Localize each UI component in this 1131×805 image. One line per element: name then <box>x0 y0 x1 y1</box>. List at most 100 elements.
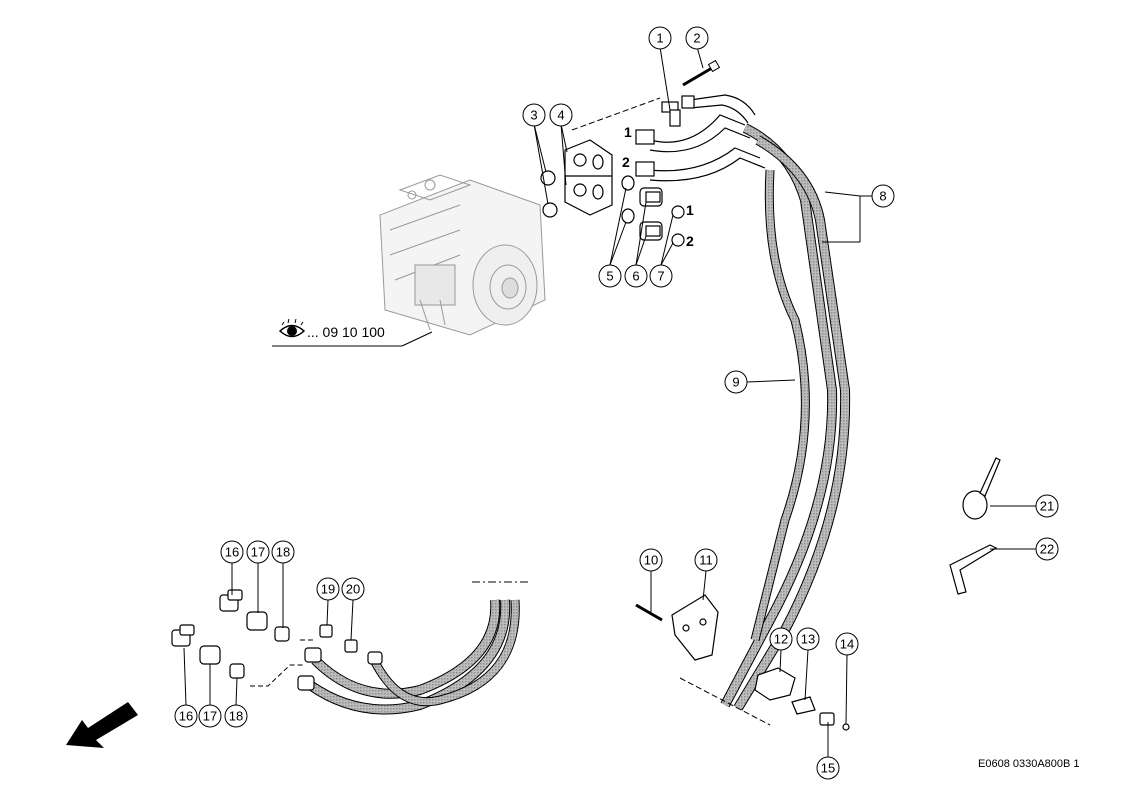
cable-tie <box>962 457 1001 520</box>
callout-16: 16 <box>220 540 244 564</box>
callout-circle <box>224 704 248 728</box>
hydraulic-hoses <box>720 123 851 711</box>
callout-circle <box>649 264 673 288</box>
callout-14: 14 <box>835 632 859 656</box>
callout-number: 15 <box>821 761 835 776</box>
callout-number: 21 <box>1040 499 1054 514</box>
ring-label-2: 2 <box>686 233 694 249</box>
reference-leader <box>401 331 433 347</box>
callout-number: 4 <box>557 108 564 123</box>
angle-bracket <box>949 544 998 595</box>
lower-hose-assembly <box>250 581 528 715</box>
callout-number: 19 <box>321 582 335 597</box>
callout-3: 3 <box>522 103 546 127</box>
callout-8: 8 <box>871 184 895 208</box>
o-rings <box>540 170 685 247</box>
callout-circle <box>549 103 573 127</box>
callout-number: 10 <box>644 553 658 568</box>
callout-circle <box>724 370 748 394</box>
callout-10: 10 <box>639 548 663 572</box>
callout-circle <box>174 704 198 728</box>
callout-number: 5 <box>606 269 613 284</box>
callout-circle <box>639 548 663 572</box>
callout-18: 18 <box>271 540 295 564</box>
callout-2: 2 <box>685 26 709 50</box>
callout-1: 1 <box>648 26 672 50</box>
port-label-2: 2 <box>622 154 630 170</box>
callout-circle <box>1035 537 1059 561</box>
callout-9: 9 <box>724 370 748 394</box>
fittings-set-lower <box>171 624 245 679</box>
tee-fitting <box>661 101 681 127</box>
callout-circle <box>769 627 793 651</box>
callout-number: 3 <box>530 108 537 123</box>
callout-circle <box>694 548 718 572</box>
callout-number: 17 <box>203 709 217 724</box>
callout-number: 13 <box>801 632 815 647</box>
callout-number: 1 <box>656 31 663 46</box>
callout-11: 11 <box>694 548 718 572</box>
callout-circle <box>685 26 709 50</box>
callout-number: 22 <box>1040 542 1054 557</box>
callout-4: 4 <box>549 103 573 127</box>
callout-number: 18 <box>229 709 243 724</box>
callout-20: 20 <box>341 577 365 601</box>
callout-22: 22 <box>1035 537 1059 561</box>
leader-lines <box>183 46 1036 757</box>
callout-circle <box>220 540 244 564</box>
callout-12: 12 <box>769 627 793 651</box>
callout-number: 7 <box>657 269 664 284</box>
callout-circle <box>624 264 648 288</box>
callout-number: 2 <box>693 31 700 46</box>
bracket-plate <box>671 594 719 661</box>
clamp-parts <box>754 667 850 731</box>
callout-16: 16 <box>174 704 198 728</box>
pipe-fittings <box>635 94 766 182</box>
callout-19: 19 <box>316 577 340 601</box>
callout-number: 20 <box>346 582 360 597</box>
eye-icon <box>278 318 306 338</box>
callout-circle <box>598 264 622 288</box>
callout-7: 7 <box>649 264 673 288</box>
hose-end-dash <box>679 677 771 726</box>
pin <box>635 603 663 622</box>
callout-6: 6 <box>624 264 648 288</box>
callout-17: 17 <box>198 704 222 728</box>
port-label-1: 1 <box>624 124 632 140</box>
callout-circle <box>522 103 546 127</box>
callout-number: 16 <box>225 545 239 560</box>
callout-number: 18 <box>276 545 290 560</box>
callout-circle <box>1035 494 1059 518</box>
callout-number: 17 <box>251 545 265 560</box>
callout-number: 12 <box>774 632 788 647</box>
callout-18: 18 <box>224 704 248 728</box>
callout-circle <box>246 540 270 564</box>
callout-circle <box>316 577 340 601</box>
bolt <box>682 59 721 87</box>
callout-21: 21 <box>1035 494 1059 518</box>
callout-17: 17 <box>246 540 270 564</box>
assembly-dash <box>571 97 661 131</box>
callout-13: 13 <box>796 627 820 651</box>
callout-15: 15 <box>816 756 840 780</box>
callout-circle <box>835 632 859 656</box>
callout-number: 16 <box>179 709 193 724</box>
callout-5: 5 <box>598 264 622 288</box>
callout-circle <box>198 704 222 728</box>
callout-number: 8 <box>879 189 886 204</box>
callout-number: 14 <box>840 637 854 652</box>
pump-assembly-drawing <box>379 174 546 336</box>
callout-circle <box>271 540 295 564</box>
reference-text: ... 09 10 100 <box>307 324 385 340</box>
flange-block <box>564 139 613 216</box>
callout-circle <box>796 627 820 651</box>
document-id: E0608 0330A800B 1 <box>978 758 1080 770</box>
callout-circle <box>871 184 895 208</box>
callout-circle <box>341 577 365 601</box>
adapter-fittings <box>639 187 663 241</box>
callout-number: 6 <box>632 269 639 284</box>
reference-note: ... 09 10 100 <box>272 318 433 347</box>
callout-number: 9 <box>732 375 739 390</box>
